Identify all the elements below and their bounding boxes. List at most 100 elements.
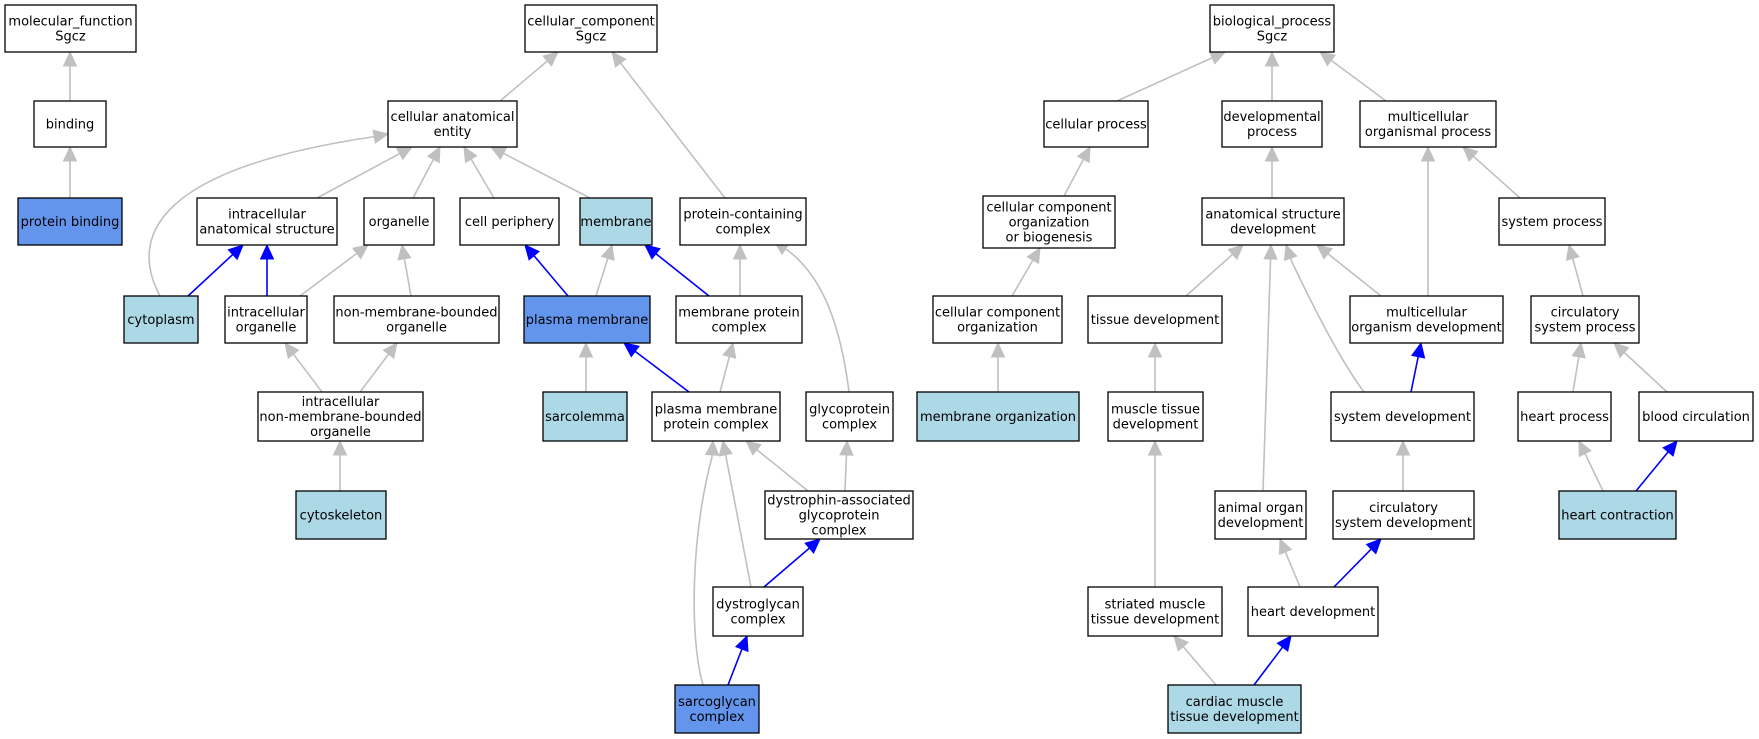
edge-multicellular_organism_development-to-multicellular_organismal_process [1420,145,1436,296]
node-label: cellular component [986,201,1111,216]
node-box [123,295,199,344]
edge-sarcoglycan_complex-to-plasma_membrane_protein_complex [693,439,720,686]
node-cell-periphery: cell periphery [459,197,560,246]
node-label: development [1230,223,1316,238]
edge-membrane_protein_complex-to-membrane [644,244,710,297]
edge-developmental_process-to-biological_process [1264,50,1280,101]
node-label: process [1247,125,1297,140]
node-organelle: organelle [363,197,435,246]
node-label: system process [1501,215,1602,230]
node-label: system development [1334,410,1471,425]
node-label: non-membrane-bounded [335,306,497,321]
node-box [1349,295,1504,344]
edge-cytoplasm-to-cellular_anatomical_entity [148,129,390,297]
node-label: plasma membrane [655,403,778,418]
edge-cardiac_muscle_tissue_development-to-striated_muscle_tissue_development [1173,635,1217,686]
node-label: biological_process [1213,15,1332,30]
node-box [1638,391,1754,442]
node-box [1209,4,1335,53]
edge-multicellular_organism_development-to-anatomical_structure_development [1316,244,1382,297]
node-blood-circulation: blood circulation [1638,391,1754,442]
edge-system_development-to-multicellular_organism_development [1410,341,1426,393]
edge-dystrophin_complex-to-plasma_membrane_protein_complex [745,440,809,492]
node-label: organismal process [1365,125,1491,140]
edge-heart_contraction-to-blood_circulation [1635,440,1678,492]
node-label: protein complex [663,418,769,433]
node-label: Sgcz [1257,30,1288,45]
node-membrane-organization: membrane organization [916,391,1080,442]
node-label: organization [1009,216,1090,231]
edge-plasma_membrane_protein_complex-to-membrane_protein_complex [719,341,737,393]
node-label: heart contraction [1561,509,1674,524]
node-label: organelle [386,321,447,336]
node-label: glycoprotein [809,403,890,418]
node-label: or biogenesis [1006,231,1093,246]
edge-cytoplasm-to-intracellular_anatomical_structure [187,244,244,297]
node-label: cellular_component [527,15,655,30]
node-box [932,295,1063,344]
node-label: anatomical structure [1205,208,1340,223]
node-label: complex [811,524,866,539]
edge-animal_organ_development-to-anatomical_structure_development [1262,243,1278,492]
edge-circulatory_system_process-to-system_process [1565,243,1584,297]
node-label: developmental [1223,110,1320,125]
node-label: muscle tissue [1111,403,1200,418]
node-heart-contraction: heart contraction [1558,490,1677,540]
edge-muscle_tissue_development-to-tissue_development [1147,341,1163,392]
node-label: complex [822,418,877,433]
node-label: Sgcz [55,30,86,45]
node-box [196,197,338,246]
edge-cellular_anatomical_entity-to-cellular_component [499,51,559,102]
edge-system_process-to-multicellular_organismal_process [1462,146,1521,199]
node-label: plasma membrane [526,313,649,328]
node-box [295,490,387,540]
edge-sarcoglycan_complex-to-dystroglycan_complex [727,634,749,686]
node-box [1107,391,1204,442]
edge-dystrophin_complex-to-glycoprotein_complex [839,439,854,492]
node-label: organism development [1351,321,1501,336]
edge-binding-to-molecular_function [62,50,78,101]
node-label: binding [46,118,94,133]
node-tissue-development: tissue development [1087,295,1223,344]
node-box [524,4,658,53]
node-box [674,684,760,734]
node-cytoskeleton: cytoskeleton [295,490,387,540]
node-box [363,197,435,246]
node-label: organelle [236,321,297,336]
node-sarcolemma: sarcolemma [542,391,628,442]
node-label: Sgcz [576,30,607,45]
edge-protein_containing_complex-to-cellular_component [611,51,726,199]
node-box [1530,295,1640,344]
node-label: tissue development [1170,710,1298,725]
edge-membrane-to-cellular_anatomical_entity [489,146,591,199]
node-box [33,100,107,148]
edge-cytoskeleton-to-intracellular_nmb_organelle [332,439,348,491]
node-label: multicellular [1386,306,1467,321]
node-cytoplasm: cytoplasm [123,295,199,344]
node-cellular-process: cellular process [1043,100,1149,148]
node-label: organelle [310,425,371,440]
edge-membrane_organization-to-cellular_component_organization [990,341,1006,392]
node-protein-binding: protein binding [17,197,123,246]
node-label: sarcoglycan [678,695,756,710]
node-label: molecular_function [8,15,132,30]
edge-plasma_membrane-to-membrane [595,243,615,297]
edge-intracellular_organelle-to-organelle [299,244,369,297]
node-box [1247,586,1379,637]
node-label: blood circulation [1642,410,1750,425]
node-label: cell periphery [465,215,555,230]
node-box [651,391,781,442]
edge-striated_muscle_tissue_development-to-muscle_tissue_development [1147,439,1163,587]
node-label: dystroglycan [716,598,800,613]
node-label: intracellular [302,395,380,410]
